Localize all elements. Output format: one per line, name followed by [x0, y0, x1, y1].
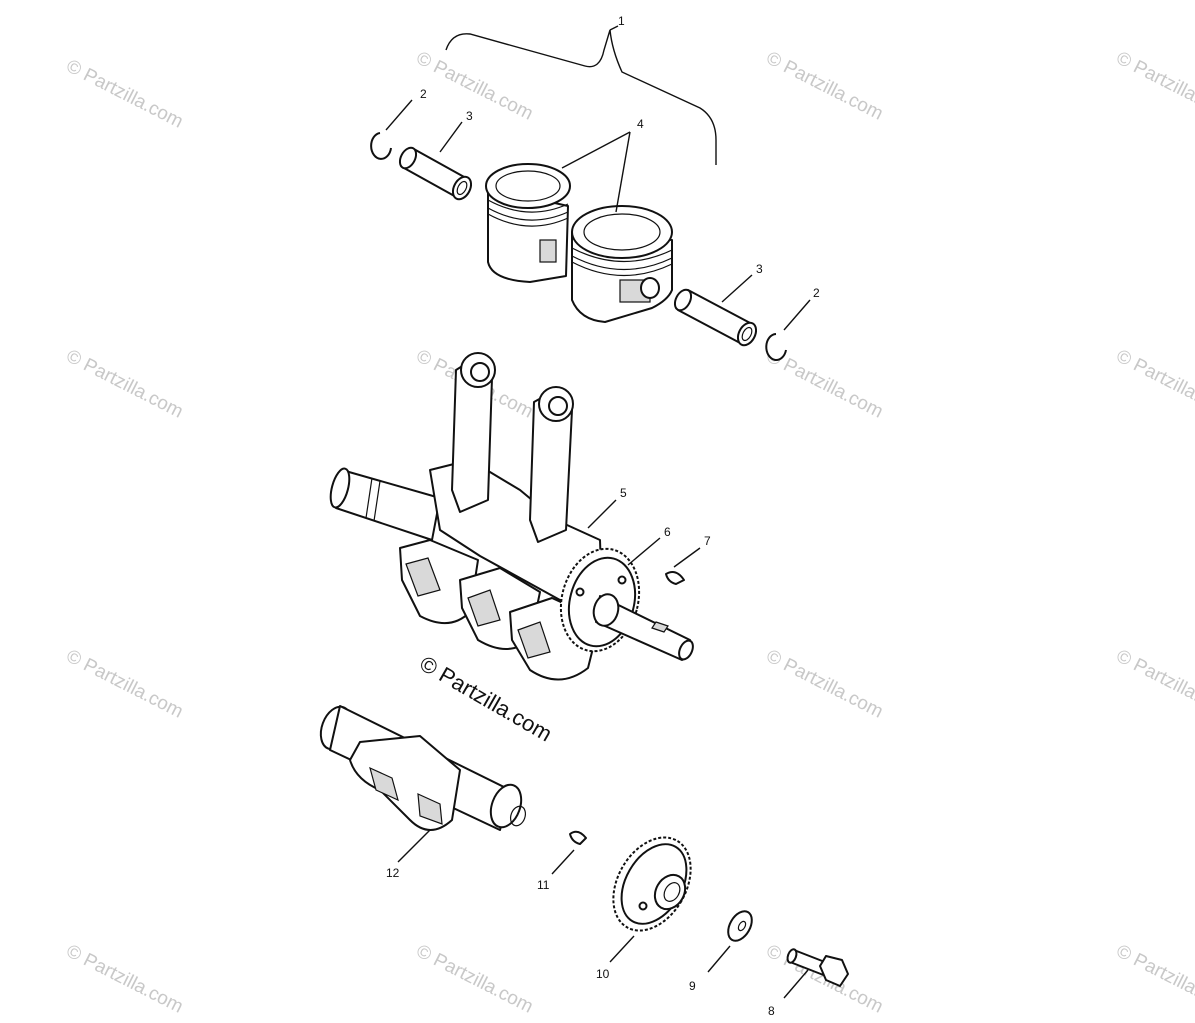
watermark: © Partzilla.com [1113, 346, 1195, 423]
crankshaft-gear[interactable] [550, 540, 696, 662]
watermark: © Partzilla.com [1113, 646, 1195, 723]
piston-pin-left[interactable] [397, 145, 475, 202]
piston-pin-right[interactable] [672, 287, 760, 348]
callout-leader-3a [439, 121, 463, 153]
balance-gear[interactable] [598, 824, 707, 945]
callout-2-right[interactable]: 2 [813, 286, 820, 300]
callout-9[interactable]: 9 [689, 979, 696, 993]
callout-6[interactable]: 6 [664, 525, 671, 539]
callout-7[interactable]: 7 [704, 534, 711, 548]
washer[interactable] [723, 907, 756, 945]
callout-3-right[interactable]: 3 [756, 262, 763, 276]
woodruff-key-balance-shaft[interactable] [569, 830, 587, 845]
callout-10[interactable]: 10 [596, 967, 610, 981]
watermark: © Partzilla.com [63, 941, 187, 1018]
watermark: © Partzilla.com [63, 646, 187, 723]
callout-5[interactable]: 5 [620, 486, 627, 500]
callout-leader-2a [385, 99, 413, 131]
callout-8[interactable]: 8 [768, 1004, 775, 1018]
watermark: © Partzilla.com [413, 48, 537, 125]
callout-leader-10 [609, 935, 635, 963]
callout-leader-2b [783, 299, 811, 331]
callout-2-left[interactable]: 2 [420, 87, 427, 101]
callout-leader-7 [673, 547, 701, 568]
bolt[interactable] [786, 948, 849, 987]
piston-front[interactable] [571, 205, 673, 323]
callout-leader-3b [721, 274, 753, 303]
piston-rear[interactable] [485, 163, 571, 283]
watermark: © Partzilla.com [763, 48, 887, 125]
callout-3-left[interactable]: 3 [466, 109, 473, 123]
callout-11[interactable]: 11 [537, 878, 550, 892]
watermark: © Partzilla.com [1113, 48, 1195, 125]
callout-leader-5 [587, 499, 617, 529]
piston-pin-circlip-right[interactable] [765, 333, 787, 361]
crankshaft-assembly[interactable] [327, 352, 603, 681]
callout-leader-8 [783, 969, 809, 999]
callout-leader-4a [561, 131, 631, 169]
watermark: © Partzilla.com [763, 941, 887, 1018]
piston-pin-circlip-left[interactable] [370, 132, 392, 160]
callout-leader-4b [615, 131, 631, 213]
callout-12[interactable]: 12 [386, 866, 400, 880]
watermark: © Partzilla.com [1113, 941, 1195, 1018]
callout-4[interactable]: 4 [637, 117, 644, 131]
callout-leader-11 [551, 849, 575, 875]
callout-leader-12 [397, 829, 431, 863]
callout-1[interactable]: 1 [618, 14, 625, 28]
watermark: © Partzilla.com [763, 646, 887, 723]
watermark: © Partzilla.com [63, 346, 187, 423]
callout-leader-9 [707, 945, 731, 973]
watermark: © Partzilla.com [413, 941, 537, 1018]
balance-shaft[interactable] [315, 703, 528, 832]
callout-leader-1 [609, 25, 619, 31]
watermark: © Partzilla.com [63, 56, 187, 133]
callout-leader-6 [627, 537, 661, 566]
woodruff-key-crankshaft[interactable] [665, 571, 685, 585]
